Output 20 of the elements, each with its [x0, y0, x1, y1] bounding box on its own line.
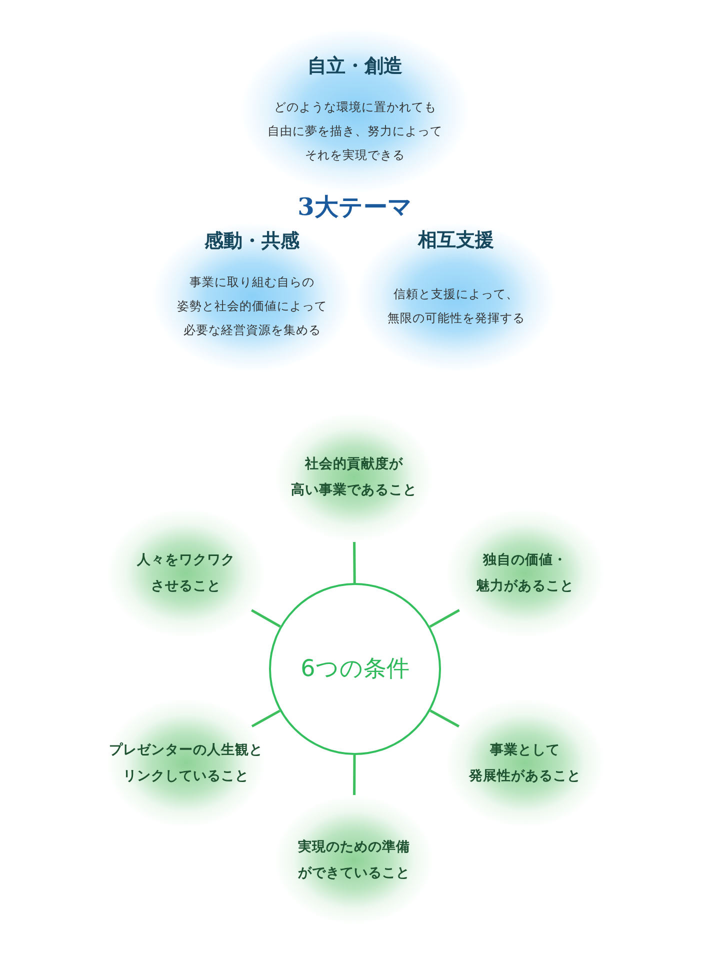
- condition-text: 実現のための準備ができていること: [298, 838, 410, 883]
- spoke-line: [353, 755, 356, 795]
- spoke-line: [429, 609, 460, 628]
- condition-text: 社会的貢献度が高い事業であること: [291, 455, 417, 500]
- theme-description: どのような環境に置かれても自由に夢を描き、努力によってそれを実現できる: [268, 99, 442, 164]
- condition-text: 独自の価値・魅力があること: [476, 551, 574, 596]
- spoke-line: [430, 710, 460, 728]
- condition-text: 事業として発展性があること: [469, 741, 581, 786]
- spoke-line: [251, 710, 280, 728]
- section-heading: 3大テーマ: [298, 194, 412, 220]
- center-title: 6つの条件: [300, 655, 410, 683]
- theme-heading: 感動・共感: [204, 229, 300, 253]
- theme-description: 事業に取り組む自らの姿勢と社会的価値によって必要な経営資源を集める: [177, 274, 327, 339]
- spoke-line: [353, 542, 356, 583]
- theme-description: 信頼と支援によって、無限の可能性を発揮する: [387, 286, 525, 327]
- spoke-line: [250, 609, 281, 628]
- theme-heading: 自立・創造: [308, 54, 402, 78]
- condition-text: プレゼンターの人生観とリンクしていること: [109, 741, 263, 786]
- theme-heading: 相互支援: [418, 228, 494, 252]
- condition-text: 人々をワクワクさせること: [137, 551, 235, 596]
